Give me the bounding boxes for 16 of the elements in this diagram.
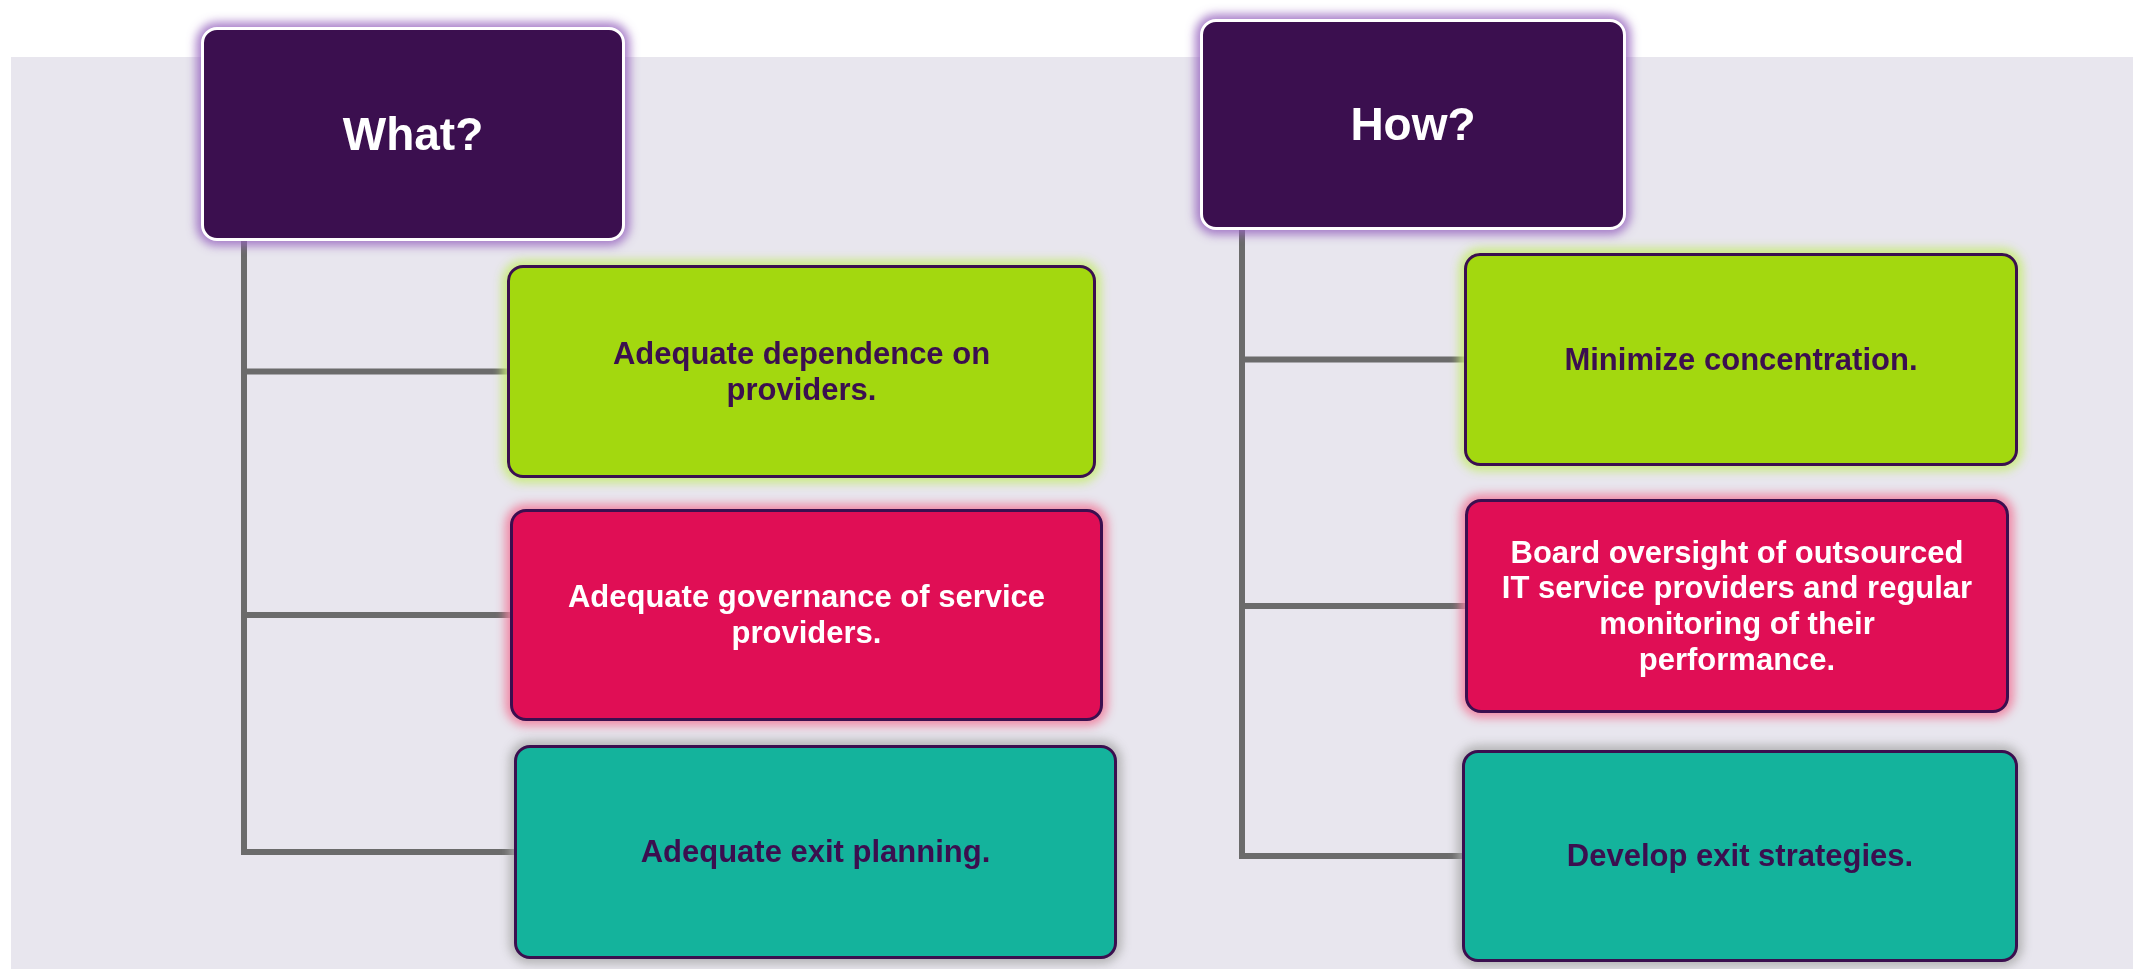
item-box (507, 265, 1096, 478)
box-text: Adequate exit planning. (640, 834, 991, 870)
item-box (1465, 499, 2009, 713)
item-box (1462, 750, 2018, 962)
box-text: Minimize concentration. (1564, 341, 1918, 378)
item-box (514, 745, 1117, 959)
box-text: What? (342, 107, 484, 161)
item-box (1464, 253, 2018, 466)
box-text: Board oversight of outsourced IT service providers and regular monitoring of their performance. (1500, 534, 1974, 678)
box-text: Adequate dependence on providers. (611, 335, 992, 408)
heading-box (1200, 19, 1626, 230)
box-text: How? (1350, 98, 1476, 151)
box-text: Develop exit strategies. (1566, 838, 1914, 874)
box-text: Adequate governance of service providers. (566, 579, 1047, 651)
heading-box (201, 27, 625, 241)
item-box (510, 509, 1103, 721)
